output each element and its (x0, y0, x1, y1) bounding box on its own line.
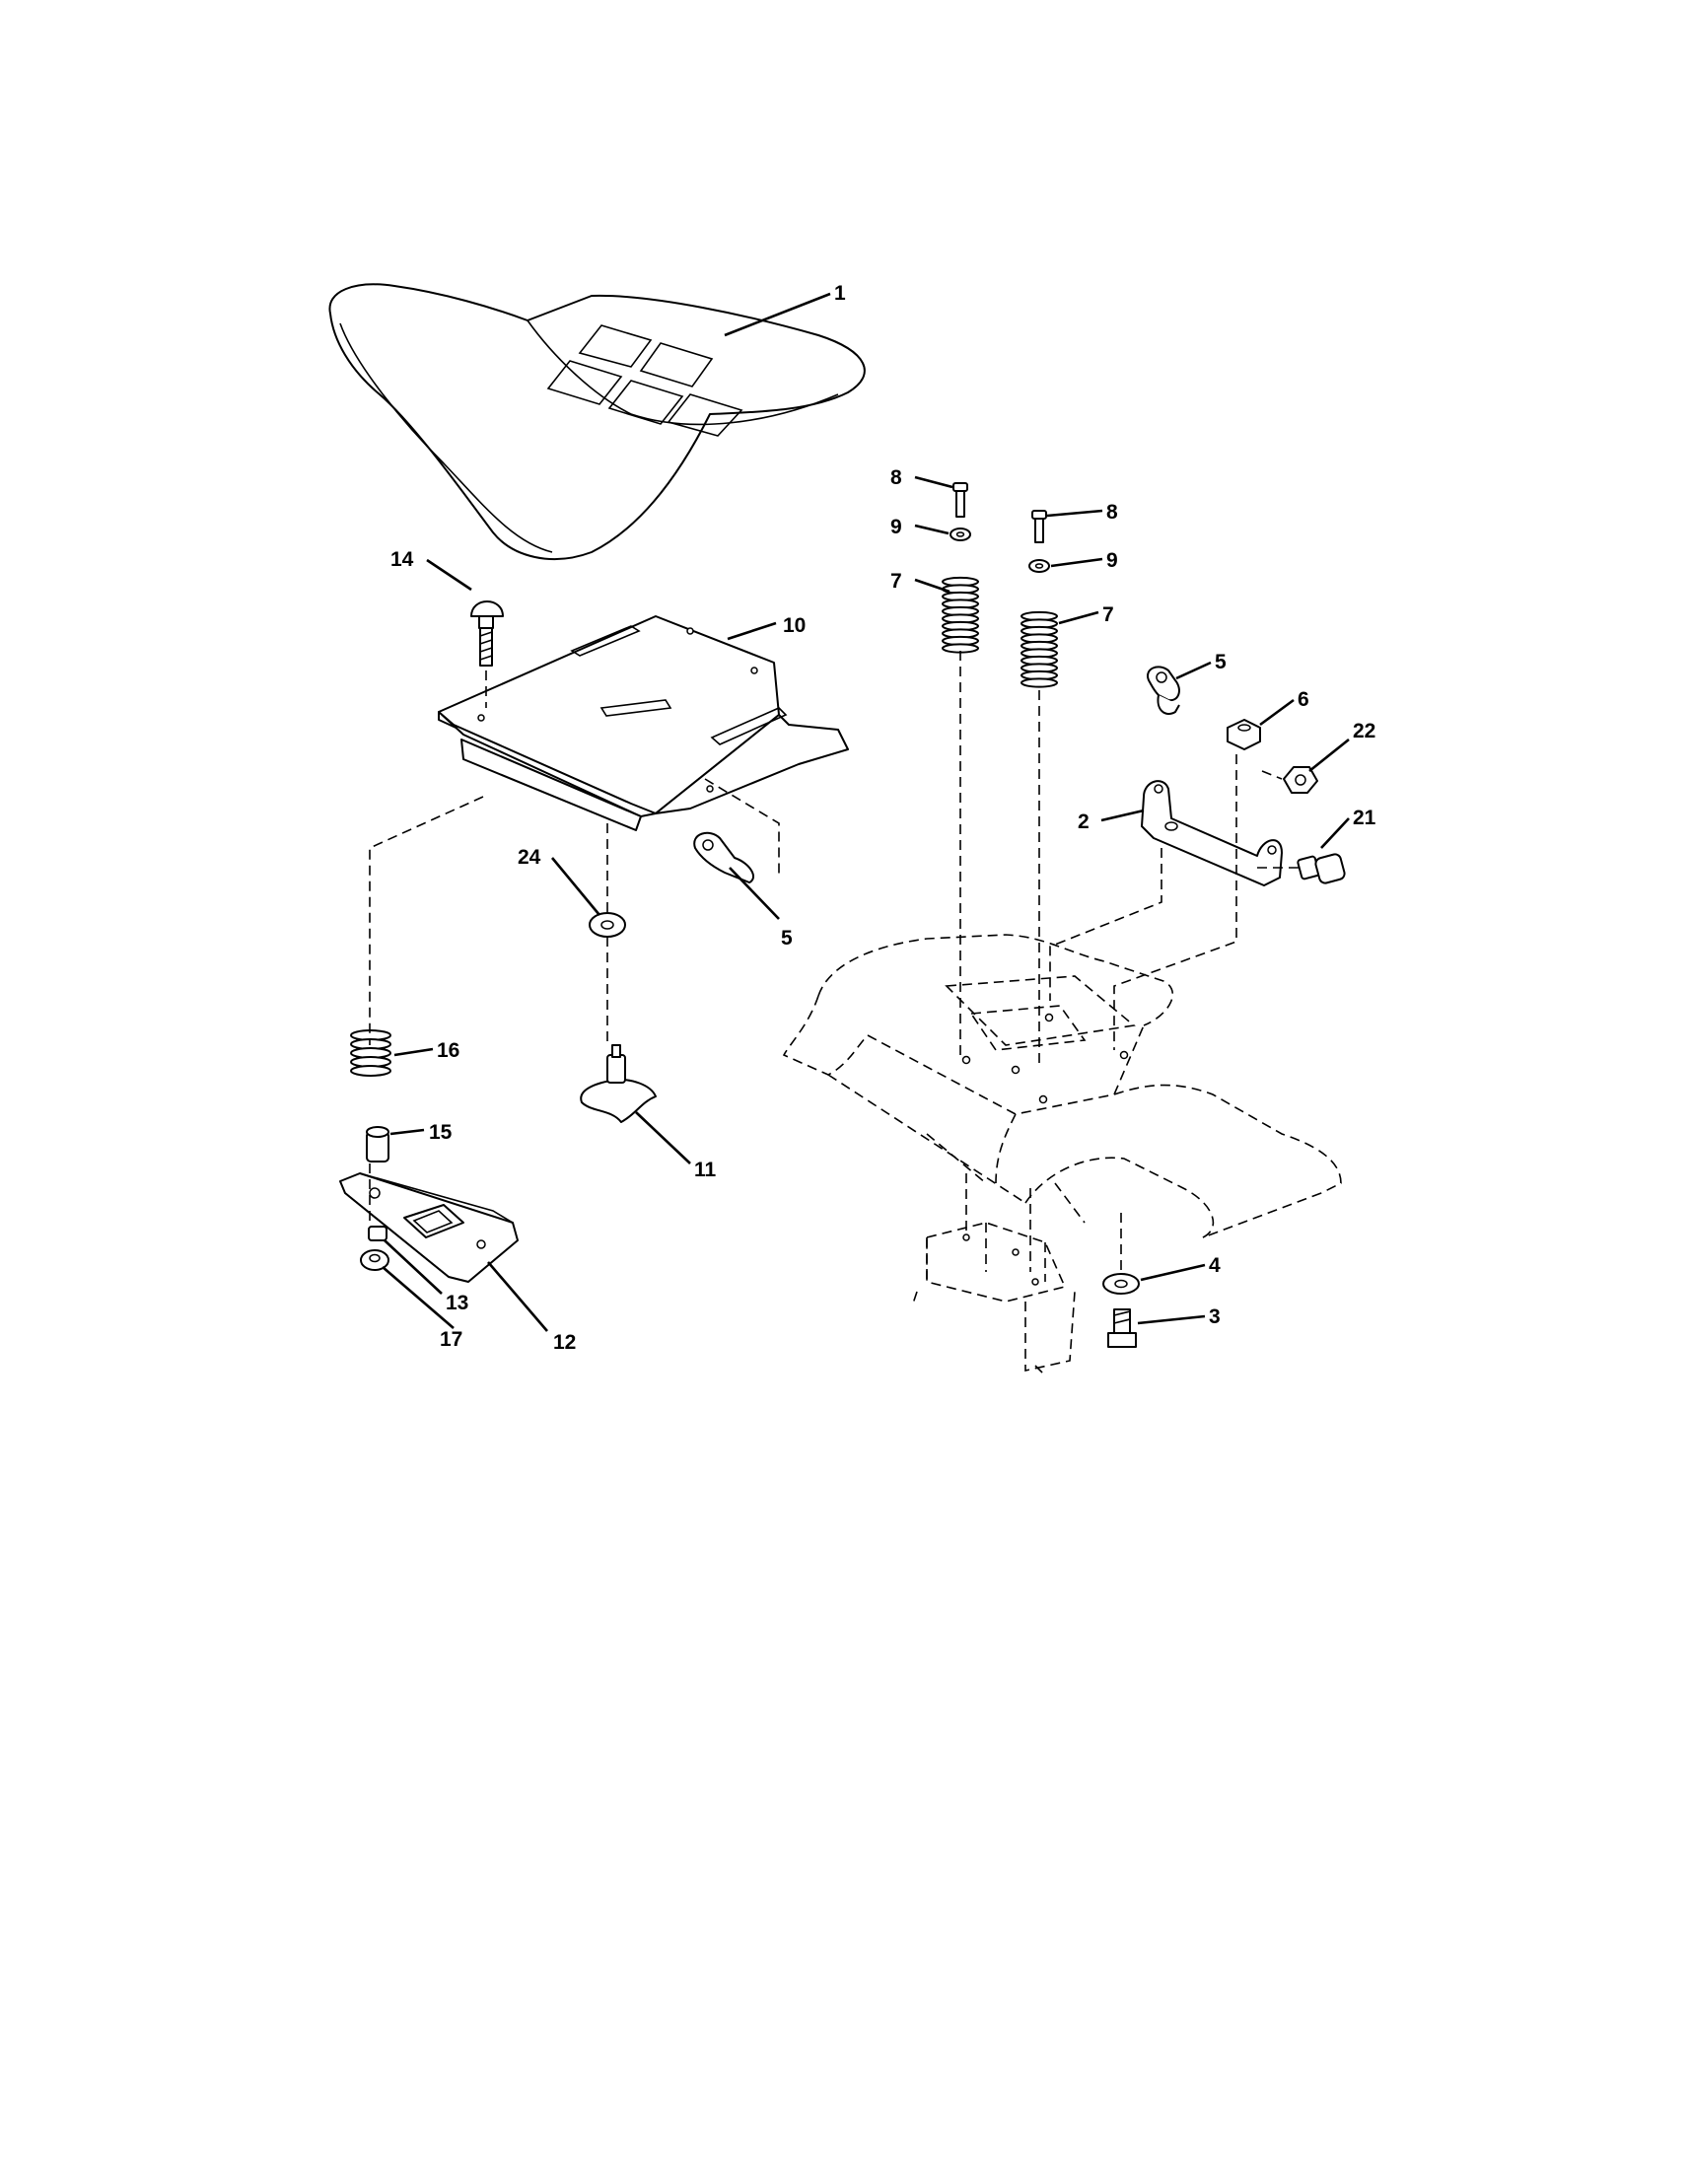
nut-22-part (1283, 766, 1318, 794)
callout-3: 3 (1209, 1305, 1221, 1328)
callout-6: 6 (1298, 688, 1309, 711)
washer-9-right-part (1028, 559, 1050, 573)
washer-24-part (589, 912, 626, 938)
callout-21: 21 (1353, 807, 1376, 829)
callouts: 1 2 3 4 5 5 6 7 7 8 8 9 9 10 11 12 13 14… (390, 282, 1376, 1354)
callout-5-left: 5 (781, 927, 793, 950)
washer-4-part (1102, 1273, 1140, 1295)
knob-part (580, 1044, 657, 1123)
spring-7-left-part (942, 576, 979, 654)
callout-14: 14 (390, 548, 414, 571)
seat-part (328, 283, 866, 560)
callout-5-right: 5 (1215, 651, 1227, 673)
callout-7-right: 7 (1102, 603, 1114, 626)
nut-13-part (368, 1226, 387, 1241)
spring-coil (350, 1065, 391, 1077)
seat-pan-part (438, 615, 849, 831)
spring-7-right-part (1020, 610, 1058, 688)
nut-6-part (1227, 719, 1261, 750)
callout-9-left: 9 (890, 516, 902, 538)
clip-left-part (693, 831, 754, 883)
spring-16-part (350, 1029, 391, 1077)
fender-frame-outline (782, 934, 1342, 1238)
callout-7-left: 7 (890, 570, 902, 593)
callout-12: 12 (553, 1331, 576, 1354)
leader-lines (382, 292, 1350, 1332)
callout-10: 10 (783, 614, 806, 637)
mounting-bracket-part (339, 1172, 519, 1283)
shoulder-bolt-left-part (952, 482, 968, 518)
lower-frame-bracket-outline (911, 1222, 1076, 1376)
callout-15: 15 (429, 1121, 453, 1144)
callout-16: 16 (437, 1039, 459, 1062)
shoulder-bolt-right-part (1031, 510, 1047, 543)
washer-9-left-part (950, 528, 971, 541)
callout-11: 11 (694, 1159, 717, 1181)
shoulder-bolt-21-part (1297, 853, 1346, 884)
callout-1: 1 (834, 282, 846, 305)
alignment-lines (369, 651, 1302, 1272)
callout-17: 17 (440, 1328, 462, 1351)
pivot-bracket-part (1141, 780, 1283, 886)
clip-right-part (1147, 666, 1180, 715)
callout-8-right: 8 (1106, 501, 1118, 524)
callout-24: 24 (518, 846, 541, 869)
spring-coil (1020, 677, 1058, 688)
callout-13: 13 (446, 1292, 468, 1314)
carriage-bolt-part (470, 600, 504, 667)
locknut-17-part (360, 1249, 389, 1271)
hex-bolt-3-part (1107, 1308, 1137, 1348)
callout-8-left: 8 (890, 466, 902, 489)
callout-22: 22 (1353, 720, 1375, 742)
callout-9-right: 9 (1106, 549, 1118, 572)
spacer-15-part (366, 1126, 389, 1162)
callout-2: 2 (1078, 810, 1090, 833)
callout-4: 4 (1209, 1254, 1221, 1277)
